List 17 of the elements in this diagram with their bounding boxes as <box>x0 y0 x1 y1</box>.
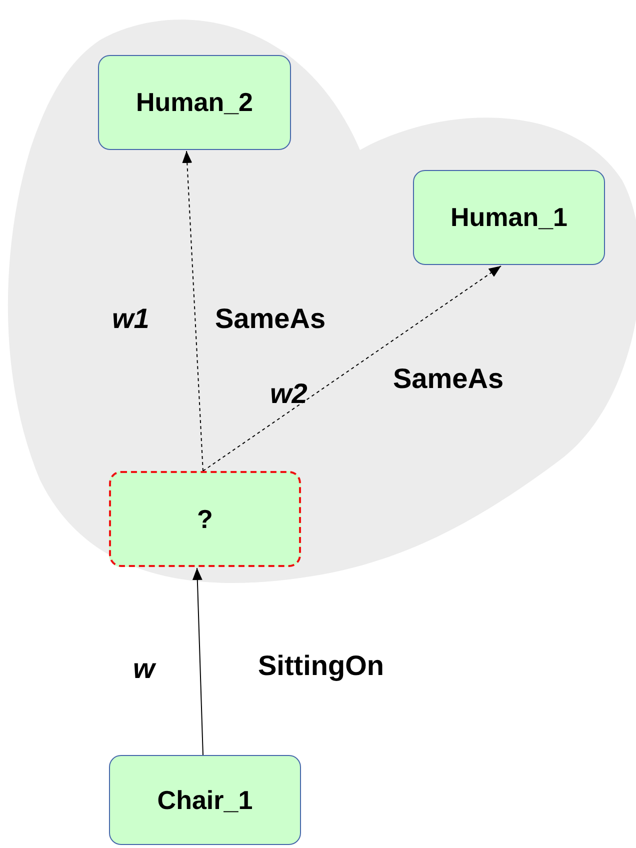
edge-label: SameAs <box>215 302 326 336</box>
edge-label: SittingOn <box>258 649 384 683</box>
node-box <box>109 471 301 567</box>
weight-label: w2 <box>270 377 308 411</box>
node-box <box>109 755 301 845</box>
weight-label: w1 <box>112 302 150 336</box>
arrow <box>182 150 204 472</box>
node-box <box>413 170 605 265</box>
node-label: ? <box>197 502 213 536</box>
edge-label: SameAs <box>393 362 504 396</box>
node-label: Human_1 <box>450 201 568 234</box>
node-box <box>98 55 291 150</box>
node-label: Human_2 <box>136 86 254 119</box>
arrow <box>202 266 502 472</box>
node-label: Chair_1 <box>157 784 253 816</box>
weight-label: w <box>133 652 155 686</box>
arrow <box>192 568 204 756</box>
